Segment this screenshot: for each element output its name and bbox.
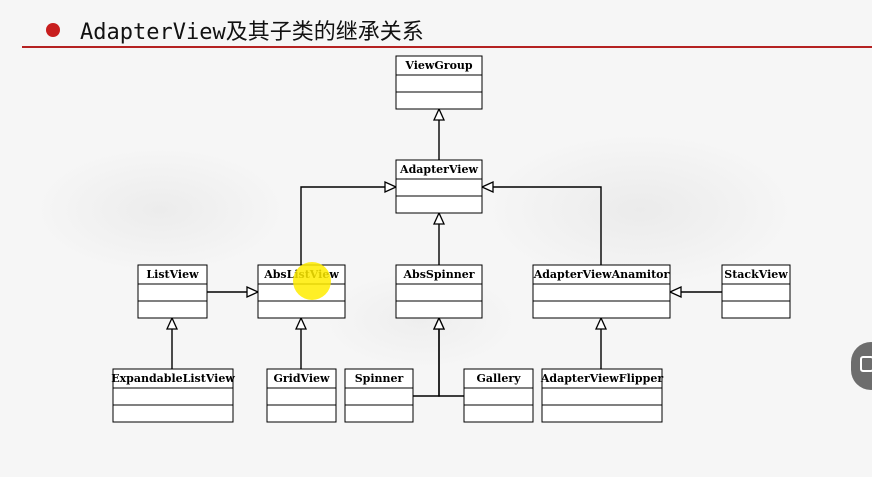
class-box-gallery: Gallery bbox=[463, 368, 534, 423]
hollow-arrowhead-icon bbox=[432, 211, 446, 225]
class-box-frame bbox=[266, 368, 337, 423]
class-name: Gallery bbox=[476, 372, 521, 385]
class-box-frame bbox=[395, 264, 483, 319]
hollow-arrowhead-icon bbox=[165, 316, 179, 330]
hollow-arrowhead-icon bbox=[668, 285, 682, 299]
inheritance-edge-adapterviewflipper-to-adapterviewanamitor bbox=[594, 316, 608, 369]
class-name: AbsSpinner bbox=[402, 268, 474, 281]
class-box-adapterview: AdapterView bbox=[395, 159, 483, 214]
inheritance-edge-gallery-to-absspinner bbox=[432, 316, 464, 397]
class-box-absspinner: AbsSpinner bbox=[395, 264, 483, 319]
class-name: AdapterView bbox=[399, 163, 478, 176]
class-box-frame bbox=[137, 264, 208, 319]
hollow-arrowhead-icon bbox=[246, 285, 260, 299]
class-name: AdapterViewAnamitor bbox=[533, 268, 670, 281]
class-box-frame bbox=[721, 264, 791, 319]
slide-header: AdapterView及其子类的继承关系 bbox=[0, 0, 872, 50]
slide-title: AdapterView及其子类的继承关系 bbox=[80, 20, 424, 45]
class-nodes: ViewGroupAdapterViewListViewAbsListViewA… bbox=[111, 55, 791, 423]
class-box-adapterviewflipper: AdapterViewFlipper bbox=[540, 368, 663, 423]
title-divider bbox=[22, 46, 872, 48]
hollow-arrowhead-icon bbox=[480, 180, 494, 194]
class-box-viewgroup: ViewGroup bbox=[395, 55, 483, 110]
inheritance-edge-expandablelistview-to-listview bbox=[165, 316, 179, 369]
class-name: Spinner bbox=[355, 372, 404, 385]
inheritance-edges bbox=[165, 107, 722, 397]
class-name: ExpandableListView bbox=[111, 372, 235, 385]
cursor-highlight bbox=[293, 262, 331, 300]
class-box-frame bbox=[344, 368, 414, 423]
class-name: GridView bbox=[273, 372, 330, 385]
hollow-arrowhead-icon bbox=[294, 316, 308, 330]
edge-line bbox=[438, 329, 464, 397]
class-box-expandablelistview: ExpandableListView bbox=[111, 368, 235, 423]
class-box-gridview: GridView bbox=[266, 368, 337, 423]
inheritance-edge-stackview-to-adapterviewanamitor bbox=[668, 285, 722, 299]
class-box-frame bbox=[463, 368, 534, 423]
class-box-adapterviewanamitor: AdapterViewAnamitor bbox=[532, 264, 671, 319]
class-box-frame bbox=[541, 368, 663, 423]
inheritance-edge-gridview-to-abslistview bbox=[294, 316, 308, 369]
edge-line bbox=[413, 329, 440, 397]
hollow-arrowhead-icon bbox=[432, 107, 446, 121]
class-box-spinner: Spinner bbox=[344, 368, 414, 423]
class-box-listview: ListView bbox=[137, 264, 208, 319]
class-name: ListView bbox=[146, 268, 199, 281]
hollow-arrowhead-icon bbox=[384, 180, 398, 194]
red-dot-bullet-icon bbox=[46, 23, 60, 37]
class-name: ViewGroup bbox=[404, 59, 473, 72]
slide-toggle-icon[interactable] bbox=[860, 356, 872, 372]
class-name: AdapterViewFlipper bbox=[540, 372, 663, 385]
class-name: StackView bbox=[724, 268, 788, 281]
class-box-frame bbox=[532, 264, 671, 319]
inheritance-edge-absspinner-to-adapterview bbox=[432, 211, 446, 265]
inheritance-edge-adapterviewanamitor-to-adapterview bbox=[480, 180, 602, 265]
inheritance-edge-adapterview-to-viewgroup bbox=[432, 107, 446, 160]
hollow-arrowhead-icon bbox=[594, 316, 608, 330]
edge-line bbox=[300, 186, 385, 265]
hollow-arrowhead-icon bbox=[432, 316, 446, 330]
inheritance-edge-abslistview-to-adapterview bbox=[300, 180, 398, 265]
class-box-frame bbox=[395, 55, 483, 110]
class-box-frame bbox=[395, 159, 483, 214]
class-box-stackview: StackView bbox=[721, 264, 791, 319]
edge-line bbox=[493, 186, 602, 265]
class-box-frame bbox=[112, 368, 234, 423]
inheritance-edge-listview-to-abslistview bbox=[207, 285, 260, 299]
